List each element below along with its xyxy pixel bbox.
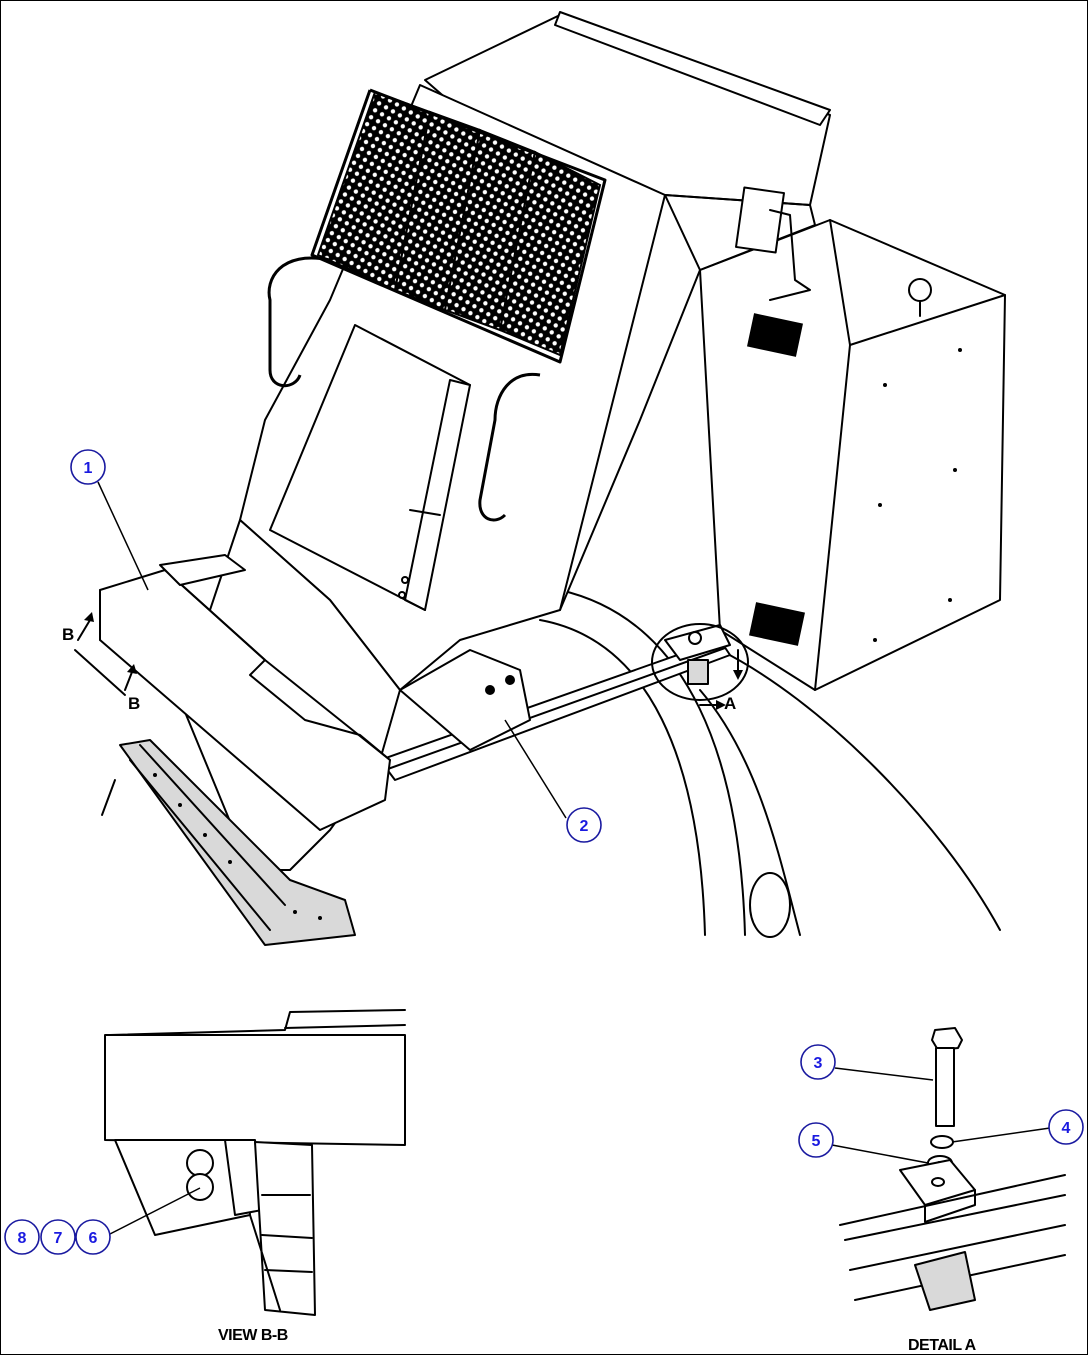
leader-6 — [107, 1187, 201, 1236]
detail-a — [831, 1027, 1066, 1311]
frame-arc-inner — [539, 619, 706, 936]
section-b-top-label: B — [62, 625, 74, 644]
detail-a-block — [914, 1251, 976, 1311]
detail-a-circle — [651, 623, 749, 701]
vent-lower — [749, 602, 805, 646]
callout-4-label: 4 — [1062, 1120, 1071, 1137]
callout-8: 8 — [4, 1219, 40, 1255]
detail-a-lockwasher — [930, 1135, 954, 1149]
frame-arc-outer — [719, 649, 1001, 931]
detail-a-bolt-shank — [935, 1047, 955, 1127]
callout-2: 2 — [566, 807, 602, 843]
leader-3 — [834, 1067, 934, 1081]
frame-arc-mid — [559, 589, 746, 936]
frame-opening — [749, 872, 791, 938]
handle-right — [478, 372, 541, 522]
leader-1 — [97, 481, 149, 591]
callout-1-label: 1 — [84, 460, 93, 477]
frame-arc-edge — [699, 689, 801, 936]
clamp-bracket — [735, 186, 785, 254]
view-bb-beam — [104, 1034, 406, 1146]
view-bb-caption: VIEW B-B — [218, 1327, 288, 1344]
callout-7-label: 7 — [54, 1230, 63, 1247]
leader-2 — [504, 719, 567, 819]
section-line-b — [74, 649, 126, 696]
callout-5: 5 — [798, 1122, 834, 1158]
callout-6-label: 6 — [89, 1230, 98, 1247]
callout-3: 3 — [800, 1044, 836, 1080]
callout-8-label: 8 — [18, 1230, 27, 1247]
leader-5 — [831, 1144, 929, 1164]
callout-2-label: 2 — [580, 818, 589, 835]
detail-a-bolt-head — [931, 1027, 963, 1051]
rear-housing — [699, 219, 1006, 691]
mount-block — [687, 659, 709, 685]
view-bb — [104, 1009, 406, 1316]
guard-plate-top — [159, 554, 246, 586]
section-a-label: A — [724, 694, 736, 713]
lower-flange — [119, 739, 356, 946]
leader-4 — [951, 1127, 1051, 1143]
brace-bracket — [399, 649, 531, 751]
callout-3-label: 3 — [814, 1055, 823, 1072]
section-b-bottom-label: B — [128, 694, 140, 713]
view-bb-bolt-head — [186, 1149, 214, 1177]
detail-a-caption: DETAIL A — [908, 1337, 977, 1354]
air-filter-grille — [310, 88, 607, 364]
callout-6: 6 — [75, 1219, 111, 1255]
callout-5-label: 5 — [812, 1133, 821, 1150]
callout-7: 7 — [40, 1219, 76, 1255]
handle-left — [267, 256, 331, 388]
callout-4: 4 — [1048, 1109, 1084, 1145]
callout-1: 1 — [70, 449, 106, 485]
view-bb-nut — [186, 1173, 214, 1201]
duct-flange — [554, 11, 831, 126]
view-bb-channel — [254, 1141, 316, 1316]
vent-upper — [747, 313, 803, 357]
main-view — [74, 11, 1006, 946]
